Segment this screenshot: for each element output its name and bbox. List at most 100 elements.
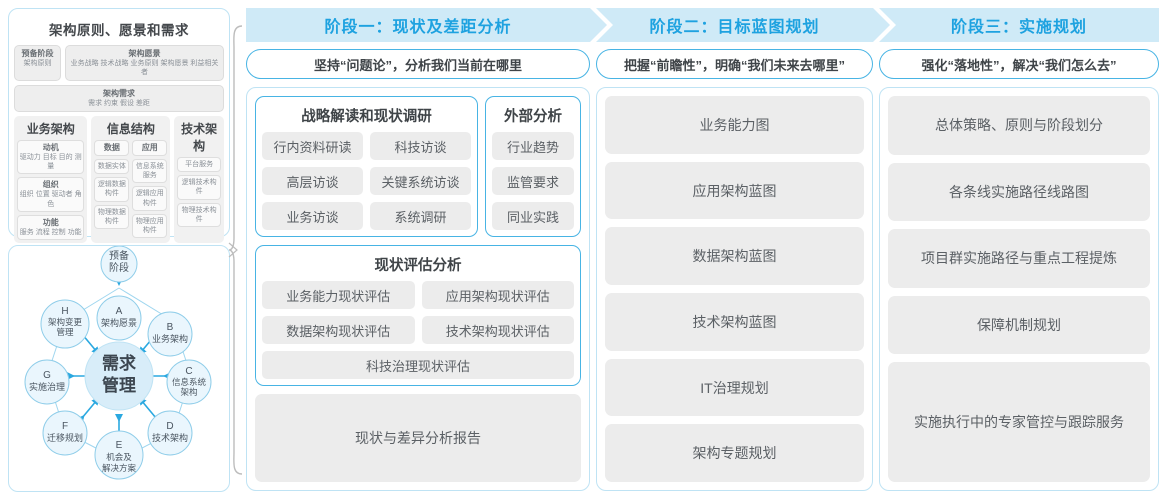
togaf-data-item: 逻辑数据构件 — [94, 177, 130, 202]
gap-analysis-report-chip[interactable]: 现状与差异分析报告 — [255, 394, 581, 482]
svg-text:实施治理: 实施治理 — [29, 381, 65, 392]
connector-bracket — [228, 25, 243, 475]
item-sub: 组织 位置 驱动者 角色 — [19, 191, 82, 208]
item-sub: 数据实体 — [97, 163, 126, 171]
phase-3-column: 阶段三：实施规划 强化“落地性”，解决“我们怎么去” 总体策略、原则与阶段划分 … — [879, 8, 1159, 491]
external-analysis-card: 外部分析 行业趋势 监管要求 同业实践 — [485, 96, 581, 237]
survey-chip[interactable]: 业务访谈 — [262, 202, 363, 230]
item-head: 应用 — [141, 143, 158, 153]
external-chip[interactable]: 监管要求 — [492, 167, 574, 195]
togaf-vision-head: 架构愿景 — [128, 49, 161, 58]
survey-row[interactable]: 行内资料研读 科技访谈 — [262, 132, 471, 160]
togaf-technology-items: 平台服务 逻辑技术构件 物理技术构件 — [177, 157, 221, 227]
assessment-title: 现状评估分析 — [374, 258, 462, 274]
togaf-application-item: 物理应用构件 — [132, 213, 168, 238]
item-sub: 物理技术构件 — [181, 206, 217, 223]
phase-3-item[interactable]: 项目群实施路径与重点工程提炼 — [888, 229, 1150, 288]
survey-row[interactable]: 高层访谈 关键系统访谈 — [262, 167, 471, 195]
item-head: 功能 — [42, 217, 59, 227]
phase-3-item[interactable]: 实施执行中的专家管控与跟踪服务 — [888, 362, 1150, 483]
assessment-row[interactable]: 数据架构现状评估 技术架构现状评估 — [262, 316, 574, 344]
togaf-business-item: 动机 驱动力 目标 目的 测量 — [17, 140, 85, 175]
phase-2-item[interactable]: IT治理规划 — [605, 358, 864, 417]
phase-3-item[interactable]: 各条线实施路径线路图 — [888, 162, 1150, 222]
strategy-survey-card: 战略解读和现状调研 行内资料研读 科技访谈 高层访谈 关键系统访谈 业务访谈 系… — [255, 96, 478, 237]
svg-text:信息系统: 信息系统 — [172, 377, 207, 387]
svg-text:E: E — [116, 440, 123, 451]
external-chip[interactable]: 同业实践 — [492, 202, 574, 230]
svg-text:技术架构: 技术架构 — [152, 432, 188, 443]
togaf-technology-item: 逻辑技术构件 — [177, 175, 221, 200]
svg-text:D: D — [166, 421, 173, 432]
togaf-data-item: 数据实体 — [94, 159, 130, 175]
svg-text:架构变更: 架构变更 — [48, 317, 83, 327]
survey-chip[interactable]: 系统调研 — [370, 202, 471, 230]
svg-text:A: A — [116, 306, 123, 317]
togaf-application-item: 应用 — [132, 140, 168, 157]
item-sub: 逻辑数据构件 — [97, 181, 126, 198]
survey-chip[interactable]: 科技访谈 — [370, 132, 471, 160]
togaf-requirements-sub: 需求 约束 假设 差距 — [88, 100, 150, 108]
survey-chip[interactable]: 行内资料研读 — [262, 132, 363, 160]
current-state-assessment-card: 现状评估分析 业务能力现状评估 应用架构现状评估 数据架构现状评估 技术架构现状… — [255, 245, 581, 386]
adm-cycle-panel: 预备 阶段 需求 管理 A 架构愿景 B 业务架构 C 信息系统 架构 D 技术… — [8, 245, 230, 492]
assessment-chip[interactable]: 应用架构现状评估 — [421, 281, 574, 309]
togaf-information-structure-column: 信息结构 数据 数据实体 逻辑数据构件 — [91, 116, 171, 243]
phase-2-item[interactable]: 业务能力图 — [605, 96, 864, 154]
external-chip[interactable]: 行业趋势 — [492, 132, 574, 160]
togaf-panel-title: 架构原则、愿景和需求 — [49, 23, 189, 38]
togaf-application-item: 逻辑应用构件 — [132, 186, 168, 211]
togaf-technology-item: 平台服务 — [177, 157, 221, 173]
assessment-chip-full[interactable]: 科技治理现状评估 — [262, 351, 574, 379]
togaf-domain-columns: 业务架构 动机 驱动力 目标 目的 测量 组织 组织 位置 驱动者 角色 功能 — [14, 116, 224, 243]
togaf-application-item: 信息系统服务 — [132, 159, 168, 184]
phase-2-column: 阶段二：目标蓝图规划 把握“前瞻性”，明确“我们未来去哪里” 业务能力图 应用架… — [596, 8, 890, 491]
strategy-survey-title: 战略解读和现状调研 — [301, 109, 432, 125]
togaf-framework-panel: 架构原则、愿景和需求 预备阶段 架构原则 架构愿景 业务战略 技术战略 业务原则… — [8, 8, 230, 284]
togaf-information-title: 信息结构 — [106, 122, 155, 137]
phase-1-banner: 阶段一：现状及差距分析 — [246, 8, 607, 42]
svg-text:F: F — [62, 421, 68, 432]
survey-chip[interactable]: 高层访谈 — [262, 167, 363, 195]
adm-prep-label-line1: 预备 — [109, 249, 129, 262]
phase-2-item[interactable]: 架构专题规划 — [605, 424, 864, 483]
phase-3-banner: 阶段三：实施规划 — [879, 8, 1159, 42]
item-sub: 平台服务 — [185, 161, 214, 169]
survey-row[interactable]: 业务访谈 系统调研 — [262, 202, 471, 230]
item-sub: 物理数据构件 — [97, 208, 126, 225]
phase-3-subtitle: 强化“落地性”，解决“我们怎么去” — [879, 49, 1159, 79]
togaf-business-title: 业务架构 — [26, 122, 75, 137]
svg-text:机会及: 机会及 — [106, 452, 132, 462]
assessment-row[interactable]: 业务能力现状评估 应用架构现状评估 — [262, 281, 574, 309]
left-column: 架构原则、愿景和需求 预备阶段 架构原则 架构愿景 业务战略 技术战略 业务原则… — [8, 8, 230, 492]
togaf-business-item: 功能 服务 流程 控制 功能 — [17, 214, 85, 240]
togaf-requirements-head: 架构需求 — [103, 89, 135, 99]
phase-1-top-split: 战略解读和现状调研 行内资料研读 科技访谈 高层访谈 关键系统访谈 业务访谈 系… — [255, 96, 581, 237]
phase-1-body: 战略解读和现状调研 行内资料研读 科技访谈 高层访谈 关键系统访谈 业务访谈 系… — [246, 87, 590, 491]
external-analysis-title: 外部分析 — [504, 109, 562, 125]
survey-chip[interactable]: 关键系统访谈 — [370, 167, 471, 195]
togaf-prep-cell: 预备阶段 架构原则 — [14, 45, 61, 82]
togaf-prep-head: 预备阶段 — [21, 49, 54, 58]
phase-3-item-list: 总体策略、原则与阶段划分 各条线实施路径线路图 项目群实施路径与重点工程提炼 保… — [888, 96, 1150, 483]
togaf-row-vision: 预备阶段 架构原则 架构愿景 业务战略 技术战略 业务原则 架构愿景 利益相关者 — [14, 45, 224, 82]
assessment-chip[interactable]: 技术架构现状评估 — [421, 316, 574, 344]
togaf-technology-title: 技术架构 — [181, 122, 218, 154]
svg-text:管理: 管理 — [102, 375, 136, 395]
phase-1-subtitle: 坚持“问题论”，分析我们当前在哪里 — [246, 49, 590, 79]
assessment-chip[interactable]: 业务能力现状评估 — [262, 281, 415, 309]
item-sub: 逻辑应用构件 — [135, 190, 164, 207]
svg-text:需求: 需求 — [102, 353, 136, 373]
phase-2-item[interactable]: 技术架构蓝图 — [605, 293, 864, 351]
phase-2-item[interactable]: 数据架构蓝图 — [605, 227, 864, 286]
phase-3-item[interactable]: 保障机制规划 — [888, 295, 1150, 355]
phase-2-item[interactable]: 应用架构蓝图 — [605, 161, 864, 220]
togaf-prep-sub: 架构原则 — [23, 60, 52, 67]
togaf-vision-sub: 业务战略 技术战略 业务原则 架构愿景 利益相关者 — [70, 60, 219, 77]
assessment-chip[interactable]: 数据架构现状评估 — [262, 316, 415, 344]
phase-2-banner: 阶段二：目标蓝图规划 — [596, 8, 890, 42]
phase-2-item-list: 业务能力图 应用架构蓝图 数据架构蓝图 技术架构蓝图 IT治理规划 架构专题规划 — [605, 96, 864, 483]
phase-3-item[interactable]: 总体策略、原则与阶段划分 — [888, 96, 1150, 155]
svg-text:架构: 架构 — [180, 387, 197, 397]
